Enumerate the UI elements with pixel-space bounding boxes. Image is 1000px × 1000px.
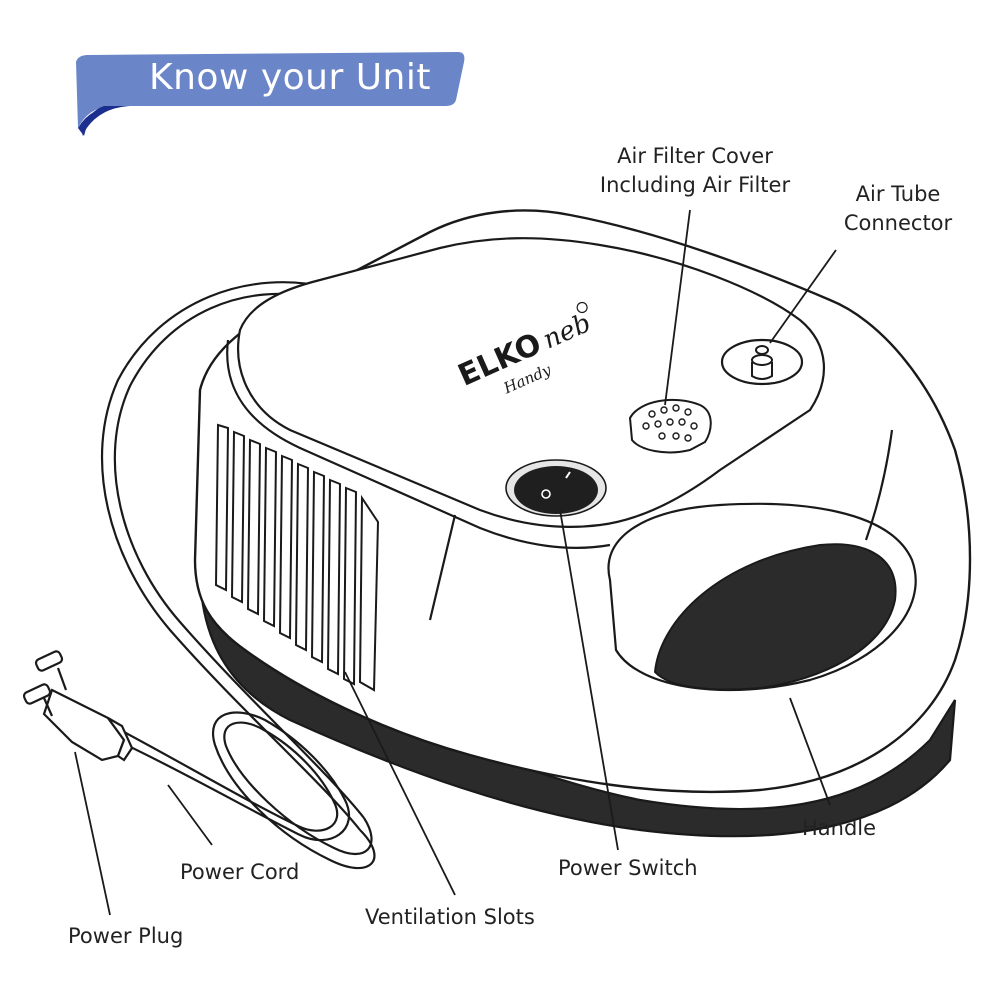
plug-pin-lower xyxy=(22,683,52,705)
air-tube-connector xyxy=(720,338,804,386)
label-air-tube-line2: Connector xyxy=(843,211,953,235)
leader-ventilation xyxy=(344,671,456,896)
leader-handle xyxy=(789,697,831,806)
label-power-switch: Power Switch xyxy=(558,856,698,880)
leader-power-cord xyxy=(167,784,213,846)
label-handle: Handle xyxy=(802,816,877,840)
title-banner xyxy=(76,52,465,136)
power-switch xyxy=(505,459,607,517)
plug-pin-upper xyxy=(34,650,64,672)
air-filter-cover xyxy=(628,398,712,454)
label-air-filter-cover-line1: Air Filter Cover xyxy=(617,144,773,168)
label-air-tube-connector: Air Tube Connector xyxy=(838,180,958,238)
leader-power-switch xyxy=(559,509,619,851)
banner-fold-shadow xyxy=(82,106,130,136)
label-ventilation-slots: Ventilation Slots xyxy=(365,905,535,929)
banner-ribbon xyxy=(76,52,465,128)
leader-power-plug xyxy=(74,751,111,916)
handle xyxy=(607,429,917,692)
label-power-cord: Power Cord xyxy=(180,860,300,884)
power-plug xyxy=(22,650,134,762)
banner-title: Know your Unit xyxy=(148,57,431,98)
power-cord xyxy=(100,281,376,870)
label-power-plug: Power Plug xyxy=(68,924,184,948)
leader-lines xyxy=(74,209,837,916)
leader-air-filter xyxy=(664,209,691,406)
label-air-tube-line1: Air Tube xyxy=(855,182,941,206)
label-air-filter-cover-line2: Including Air Filter xyxy=(599,173,791,197)
label-air-filter-cover: Air Filter Cover Including Air Filter xyxy=(590,142,800,200)
ventilation-slots xyxy=(214,423,380,692)
leader-air-tube xyxy=(769,249,837,344)
